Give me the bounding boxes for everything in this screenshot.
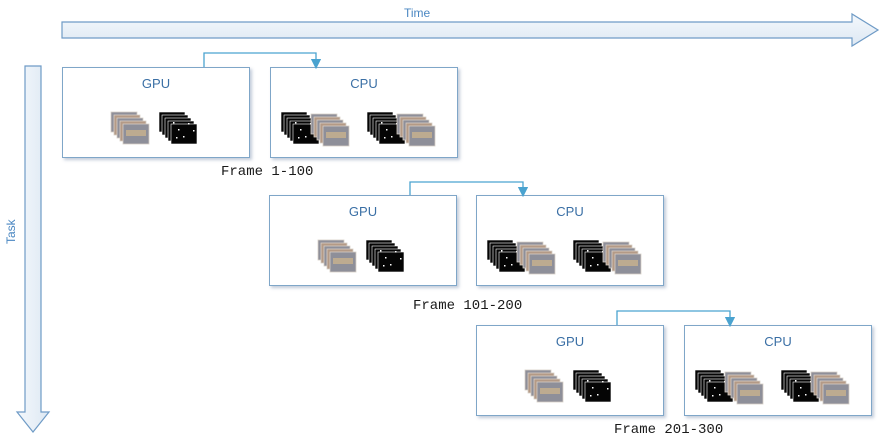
cpu-box-3: CPU: [684, 325, 872, 416]
binary-mask-stack-icon: [694, 369, 734, 403]
binary-mask-stack-icon: [158, 111, 198, 145]
cpu-thumbnails: [693, 368, 865, 413]
gpu-label: GPU: [555, 334, 585, 349]
color-frame-stack-icon: [516, 241, 556, 275]
cpu-label: CPU: [764, 334, 792, 349]
time-arrow: [61, 12, 880, 48]
color-frame-stack-icon: [524, 369, 564, 403]
color-frame-stack-icon: [317, 239, 357, 273]
gpu-box-3: GPU: [476, 325, 664, 416]
cpu-label: CPU: [350, 76, 378, 91]
binary-mask-stack-icon: [572, 239, 612, 273]
color-frame-stack-icon: [602, 241, 642, 275]
frame-caption-1: Frame 1-100: [221, 164, 314, 180]
task-axis-label: Task: [4, 219, 18, 244]
cpu-label: CPU: [556, 204, 584, 219]
cpu-box-1: CPU: [270, 67, 458, 158]
frame-caption-2: Frame 101-200: [413, 298, 523, 314]
time-axis-label: Time: [404, 6, 431, 20]
gpu-box-2: GPU: [269, 195, 457, 286]
gpu-thumbnails: [109, 110, 209, 155]
cpu-thumbnails: [279, 110, 451, 155]
binary-mask-stack-icon: [572, 369, 612, 403]
gpu-label: GPU: [348, 204, 378, 219]
color-frame-stack-icon: [310, 113, 350, 147]
color-frame-stack-icon: [396, 113, 436, 147]
binary-mask-stack-icon: [365, 239, 405, 273]
binary-mask-stack-icon: [366, 111, 406, 145]
task-arrow: [15, 65, 51, 433]
gpu-label: GPU: [141, 76, 171, 91]
gpu-thumbnails: [316, 238, 416, 283]
frame-caption-3: Frame 201-300: [614, 422, 724, 438]
color-frame-stack-icon: [724, 371, 764, 405]
color-frame-stack-icon: [810, 371, 850, 405]
cpu-box-2: CPU: [476, 195, 664, 286]
cpu-thumbnails: [485, 238, 657, 283]
color-frame-stack-icon: [110, 111, 150, 145]
gpu-box-1: GPU: [62, 67, 250, 158]
gpu-thumbnails: [523, 368, 623, 413]
